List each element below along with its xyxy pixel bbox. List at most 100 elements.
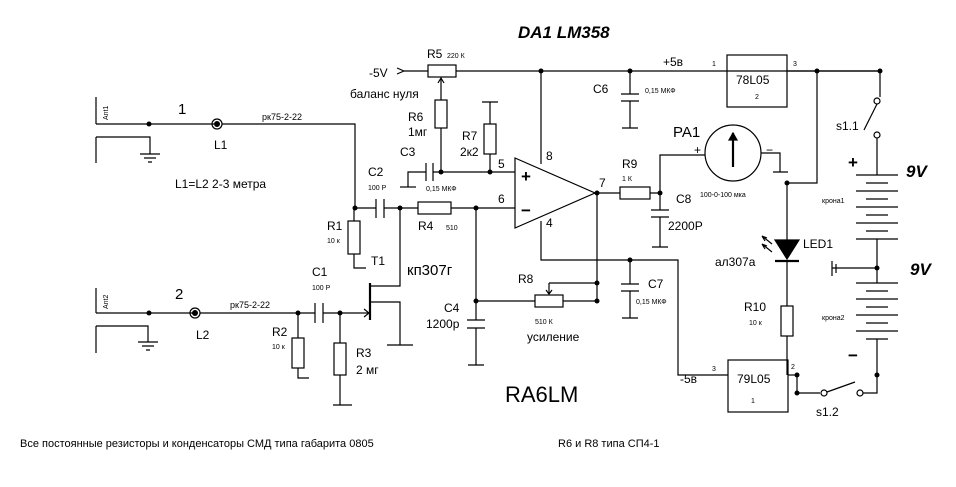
- battery1-label: крона1: [822, 198, 845, 205]
- reg-78l05: [726, 54, 883, 240]
- opamp-plus: +: [521, 167, 531, 186]
- c7-capacitor: [621, 257, 728, 376]
- r2-resistor: [291, 313, 309, 379]
- c6-capacitor: [621, 68, 639, 129]
- r10-resistor: [780, 305, 794, 375]
- pa1-scale: 100-0-100 мка: [700, 192, 746, 199]
- ant2-label: Ant2: [103, 294, 110, 309]
- pa1-name: PA1: [673, 124, 700, 141]
- s11-label: s1.1: [836, 119, 859, 133]
- reg79-pin-out: 2: [791, 364, 795, 371]
- r10-name: R10: [744, 300, 766, 314]
- reg79-pin-gnd: 1: [751, 398, 755, 405]
- battery2-label: крона2: [822, 315, 845, 322]
- ant1-number: 1: [178, 101, 186, 118]
- pin5-label: 5: [498, 157, 505, 171]
- reg78-name: 78L05: [736, 73, 770, 87]
- reg-79l05: [727, 359, 820, 413]
- pin8-label: 8: [546, 149, 553, 163]
- r2-value: 10 к: [272, 344, 286, 351]
- c6-name: C6: [593, 82, 609, 96]
- ant2-cable: рк75-2-22: [230, 300, 270, 310]
- r1-resistor: [347, 205, 366, 269]
- coil-note: L1=L2 2-3 метра: [175, 177, 266, 191]
- battery-bottom-voltage: 9V: [910, 260, 932, 279]
- l1-label: L1: [214, 138, 228, 152]
- pin7-label: 7: [599, 176, 606, 190]
- r6-name: R6: [408, 110, 424, 124]
- ant1-cable: рк75-2-22: [262, 112, 302, 122]
- pa1-meter: [704, 124, 788, 182]
- c3-value: 0,15 МКФ: [426, 186, 457, 193]
- balance-label: баланс нуля: [350, 87, 419, 101]
- r8-name: R8: [518, 272, 534, 286]
- battery-top-voltage: 9V: [906, 162, 928, 181]
- r5-name: R5: [427, 47, 443, 61]
- c4-capacitor: [467, 301, 485, 366]
- footer-note: Все постоянные резисторы и конденсаторы …: [20, 438, 374, 450]
- t1-transistor: [360, 208, 413, 346]
- c2-value: 100 P: [368, 185, 387, 192]
- r7-name: R7: [462, 129, 478, 143]
- r7-resistor: [482, 101, 498, 175]
- r3-name: R3: [356, 346, 372, 360]
- l2-label: L2: [196, 328, 210, 342]
- reg78-pin-out: 3: [793, 61, 797, 68]
- r5-potentiometer: [396, 64, 880, 91]
- opamp-minus: −: [521, 201, 531, 220]
- c1-value: 100 P: [312, 285, 331, 292]
- op-amp-da1: [514, 68, 630, 261]
- r6-value: 1мг: [408, 125, 428, 139]
- battery-krona2: [856, 268, 898, 378]
- r1-name: R1: [327, 219, 343, 233]
- neg5v-input-label: -5V: [369, 66, 388, 80]
- ant2-number: 2: [175, 286, 183, 303]
- reg79-name: 79L05: [737, 372, 771, 386]
- c3-name: C3: [400, 145, 416, 159]
- pin6-label: 6: [498, 192, 505, 206]
- pa1-plus: +: [694, 143, 701, 157]
- c1-name: C1: [312, 265, 328, 279]
- battery-plus: +: [848, 153, 858, 172]
- r1-value: 10 к: [327, 238, 341, 245]
- c8-name: C8: [676, 192, 692, 206]
- reg78-pin-gnd: 2: [755, 94, 759, 101]
- pos5v-label: +5в: [663, 55, 683, 69]
- author-callsign: RA6LM: [505, 382, 578, 407]
- ant1-shield-node: [146, 121, 152, 127]
- antenna2-section: [95, 288, 315, 353]
- t1-type: кп307г: [407, 262, 453, 279]
- r10-value: 10 к: [749, 320, 763, 327]
- r7-value: 2к2: [460, 145, 479, 159]
- pa1-minus: −: [766, 143, 773, 157]
- neg5v-label: -5в: [680, 372, 697, 386]
- battery-ground: [831, 261, 877, 276]
- c3-capacitor: [400, 163, 515, 188]
- antenna1-section: [95, 97, 356, 208]
- footer-note-2: R6 и R8 типа СП4-1: [558, 438, 660, 450]
- battery-krona1: [856, 174, 898, 271]
- r6-resistor: [434, 91, 448, 172]
- ant1-label: Ant1: [103, 105, 110, 120]
- reg79-pin-in: 3: [712, 366, 716, 373]
- c2-capacitor: [355, 199, 418, 218]
- gain-label: усиление: [527, 330, 580, 344]
- r3-value: 2 мг: [356, 363, 379, 377]
- switch-s11: [863, 71, 881, 175]
- pin4-label: 4: [546, 216, 553, 230]
- c6-value: 0,15 МКФ: [645, 88, 676, 95]
- c7-value: 0,15 МКФ: [636, 299, 667, 306]
- c8-value: 2200P: [668, 219, 703, 233]
- r2-name: R2: [272, 325, 288, 339]
- r3-resistor: [333, 313, 352, 406]
- battery-minus: −: [848, 346, 858, 365]
- switch-s12: [820, 375, 878, 397]
- r5-value: 220 К: [447, 53, 466, 60]
- r4-value: 510: [446, 225, 458, 232]
- c2-name: C2: [368, 165, 384, 179]
- s12-label: s1.2: [816, 405, 839, 419]
- c4-value: 1200р: [426, 317, 460, 331]
- diagram-title: DA1 LM358: [518, 23, 610, 42]
- t1-name: T1: [371, 254, 385, 268]
